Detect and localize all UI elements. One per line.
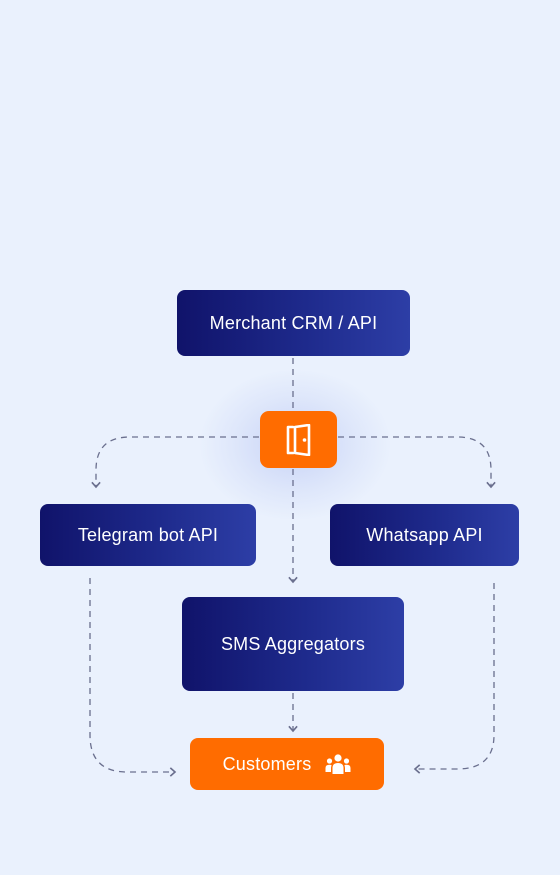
- telegram-bot-label: Telegram bot API: [77, 524, 219, 545]
- customers-label: Customers: [222, 753, 312, 774]
- merchant-crm-node: Merchant CRM / API: [177, 290, 410, 356]
- door-icon: [285, 423, 313, 456]
- sms-aggregators-label: SMS Aggregators: [220, 633, 366, 654]
- edge-gateway-to-whatsapp: [338, 436, 496, 489]
- edge-telegram-to-customers: [89, 578, 177, 777]
- edge-whatsapp-to-customers: [413, 583, 495, 774]
- sms-aggregators-node: SMS Aggregators: [182, 597, 404, 691]
- whatsapp-node: Whatsapp API: [330, 504, 519, 566]
- gateway-node: [260, 411, 337, 468]
- whatsapp-label: Whatsapp API: [366, 524, 483, 545]
- merchant-crm-label: Merchant CRM / API: [209, 312, 378, 333]
- customers-node: Customers: [190, 738, 384, 790]
- telegram-bot-node: Telegram bot API: [40, 504, 256, 566]
- people-icon: [325, 753, 351, 775]
- edge-gateway-to-telegram: [91, 436, 259, 489]
